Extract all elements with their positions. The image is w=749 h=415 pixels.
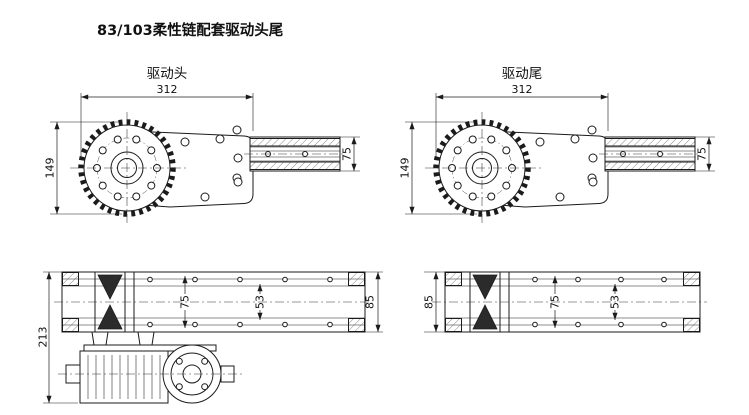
drive-head-dim-width: 312 xyxy=(157,83,178,96)
drive-head-label: 驱动头 xyxy=(147,66,188,82)
drive-coupling-top xyxy=(97,274,123,300)
page-title: 83/103柔性链配套驱动头尾 xyxy=(97,21,283,39)
bottom-left-dim-inner: 53 xyxy=(254,295,267,309)
drive-coupling-bottom xyxy=(97,304,123,330)
drive-tail-annotations: 驱动尾 312 149 75 xyxy=(399,66,709,179)
drive-head-dim-height: 149 xyxy=(44,158,57,179)
drive-tail-dim-width: 312 xyxy=(512,83,533,96)
bottom-right-annotations: 85 75 53 xyxy=(423,295,622,309)
bottom-left-view xyxy=(43,271,383,404)
bottom-left-dim-total: 213 xyxy=(37,327,50,348)
tail-coupling-top xyxy=(472,274,498,300)
drive-head-annotations: 驱动头 312 149 75 xyxy=(44,66,354,179)
drive-tail-dim-height: 149 xyxy=(399,158,412,179)
drive-tail-label: 驱动尾 xyxy=(502,66,543,82)
drive-head-dim-rail: 75 xyxy=(341,147,354,161)
drive-tail-drawing xyxy=(405,93,715,226)
gearbox xyxy=(79,350,169,404)
bottom-right-dim-chain: 75 xyxy=(549,295,562,309)
bottom-left-annotations: 213 75 53 85 xyxy=(37,295,377,348)
drive-tail-dim-rail: 75 xyxy=(696,147,709,161)
bottom-right-dim-inner: 53 xyxy=(609,295,622,309)
bottom-left-dim-profile: 85 xyxy=(364,295,377,309)
bottom-right-view xyxy=(424,271,707,333)
bottom-right-dim-profile: 85 xyxy=(423,295,436,309)
tail-coupling-bottom xyxy=(472,304,498,330)
drive-head-drawing xyxy=(50,93,360,226)
bottom-left-dim-chain: 75 xyxy=(179,295,192,309)
motor-assembly xyxy=(58,331,242,404)
